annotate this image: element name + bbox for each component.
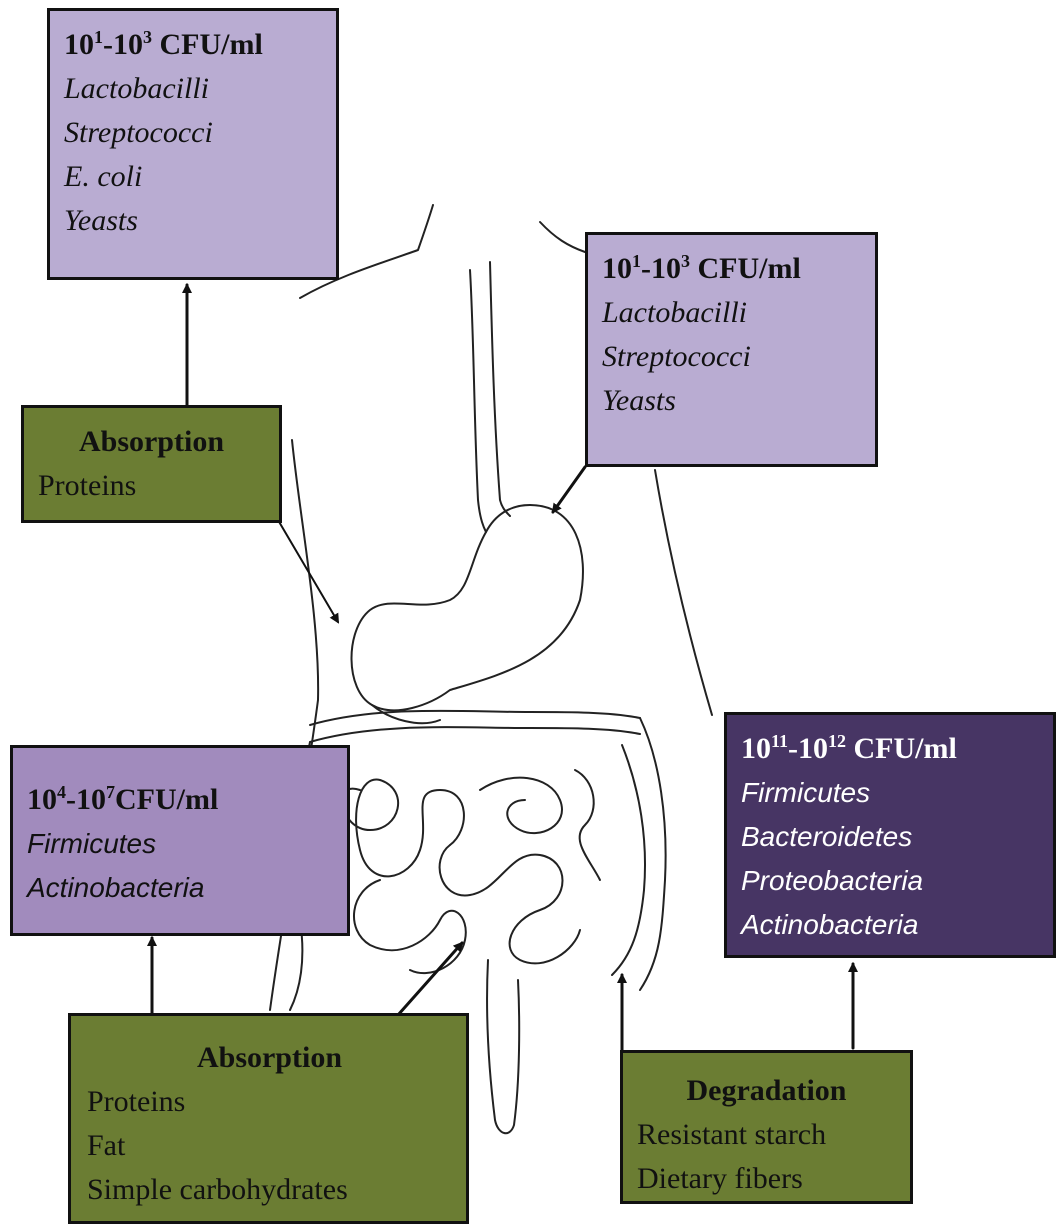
arrow-to-stomach — [553, 467, 585, 512]
duodenum — [372, 705, 440, 723]
colon-organism: Firmicutes — [741, 771, 1039, 815]
absorption-upper-box: Absorption Proteins — [21, 405, 282, 523]
small-intestine-coil-1 — [342, 780, 464, 877]
degradation-item: Resistant starch — [637, 1113, 896, 1157]
small-intestine-cfu-count: 104-107CFU/ml — [27, 778, 333, 822]
absorption-lower-item: Proteins — [87, 1080, 452, 1124]
mouth-organism: Yeasts — [64, 199, 322, 243]
transverse-colon-inner — [310, 727, 640, 742]
colon-organism: Actinobacteria — [741, 903, 1039, 947]
mouth-organism: Lactobacilli — [64, 67, 322, 111]
small-intestine-coil-5 — [575, 770, 600, 880]
absorption-upper-item: Proteins — [38, 464, 265, 508]
arrow-absorption-to-duodenum — [278, 520, 338, 622]
transverse-colon — [310, 711, 640, 725]
degradation-title: Degradation — [637, 1069, 896, 1113]
stomach-microbiota-box: 101-103 CFU/ml Lactobacilli Streptococci… — [585, 232, 878, 467]
stomach — [351, 505, 582, 710]
absorption-lower-box: Absorption Proteins Fat Simple carbohydr… — [68, 1013, 469, 1224]
stomach-organism: Yeasts — [602, 379, 861, 423]
arrow-absorption-to-small-intestine — [398, 943, 462, 1015]
stomach-organism: Streptococci — [602, 335, 861, 379]
small-intestine-coil-4 — [480, 778, 562, 833]
degradation-box: Degradation Resistant starch Dietary fib… — [620, 1050, 913, 1204]
rectum — [487, 960, 519, 1133]
descending-colon-inner — [612, 745, 645, 975]
mouth-microbiota-box: 101-103 CFU/ml Lactobacilli Streptococci… — [47, 8, 339, 280]
torso-outline-right-shoulder — [540, 222, 585, 252]
absorption-upper-title: Absorption — [38, 420, 265, 464]
colon-microbiota-box: 1011-1012 CFU/ml Firmicutes Bacteroidete… — [724, 712, 1056, 958]
absorption-lower-item: Fat — [87, 1124, 452, 1168]
colon-organism: Proteobacteria — [741, 859, 1039, 903]
esophagus-inner — [490, 262, 510, 516]
esophagus — [470, 270, 486, 532]
stomach-cfu-count: 101-103 CFU/ml — [602, 247, 861, 291]
mouth-organism: Streptococci — [64, 111, 322, 155]
stomach-organism: Lactobacilli — [602, 291, 861, 335]
descending-colon — [640, 718, 666, 990]
colon-cfu-count: 1011-1012 CFU/ml — [741, 727, 1039, 771]
colon-organism: Bacteroidetes — [741, 815, 1039, 859]
small-intestine-organism: Firmicutes — [27, 822, 333, 866]
absorption-lower-title: Absorption — [87, 1036, 452, 1080]
mouth-cfu-count: 101-103 CFU/ml — [64, 23, 322, 67]
small-intestine-organism: Actinobacteria — [27, 866, 333, 910]
absorption-lower-item: Simple carbohydrates — [87, 1168, 452, 1212]
mouth-organism: E. coli — [64, 155, 322, 199]
torso-outline-right-side — [655, 470, 712, 715]
degradation-item: Dietary fibers — [637, 1157, 896, 1201]
small-intestine-microbiota-box: 104-107CFU/ml Firmicutes Actinobacteria — [10, 745, 350, 936]
